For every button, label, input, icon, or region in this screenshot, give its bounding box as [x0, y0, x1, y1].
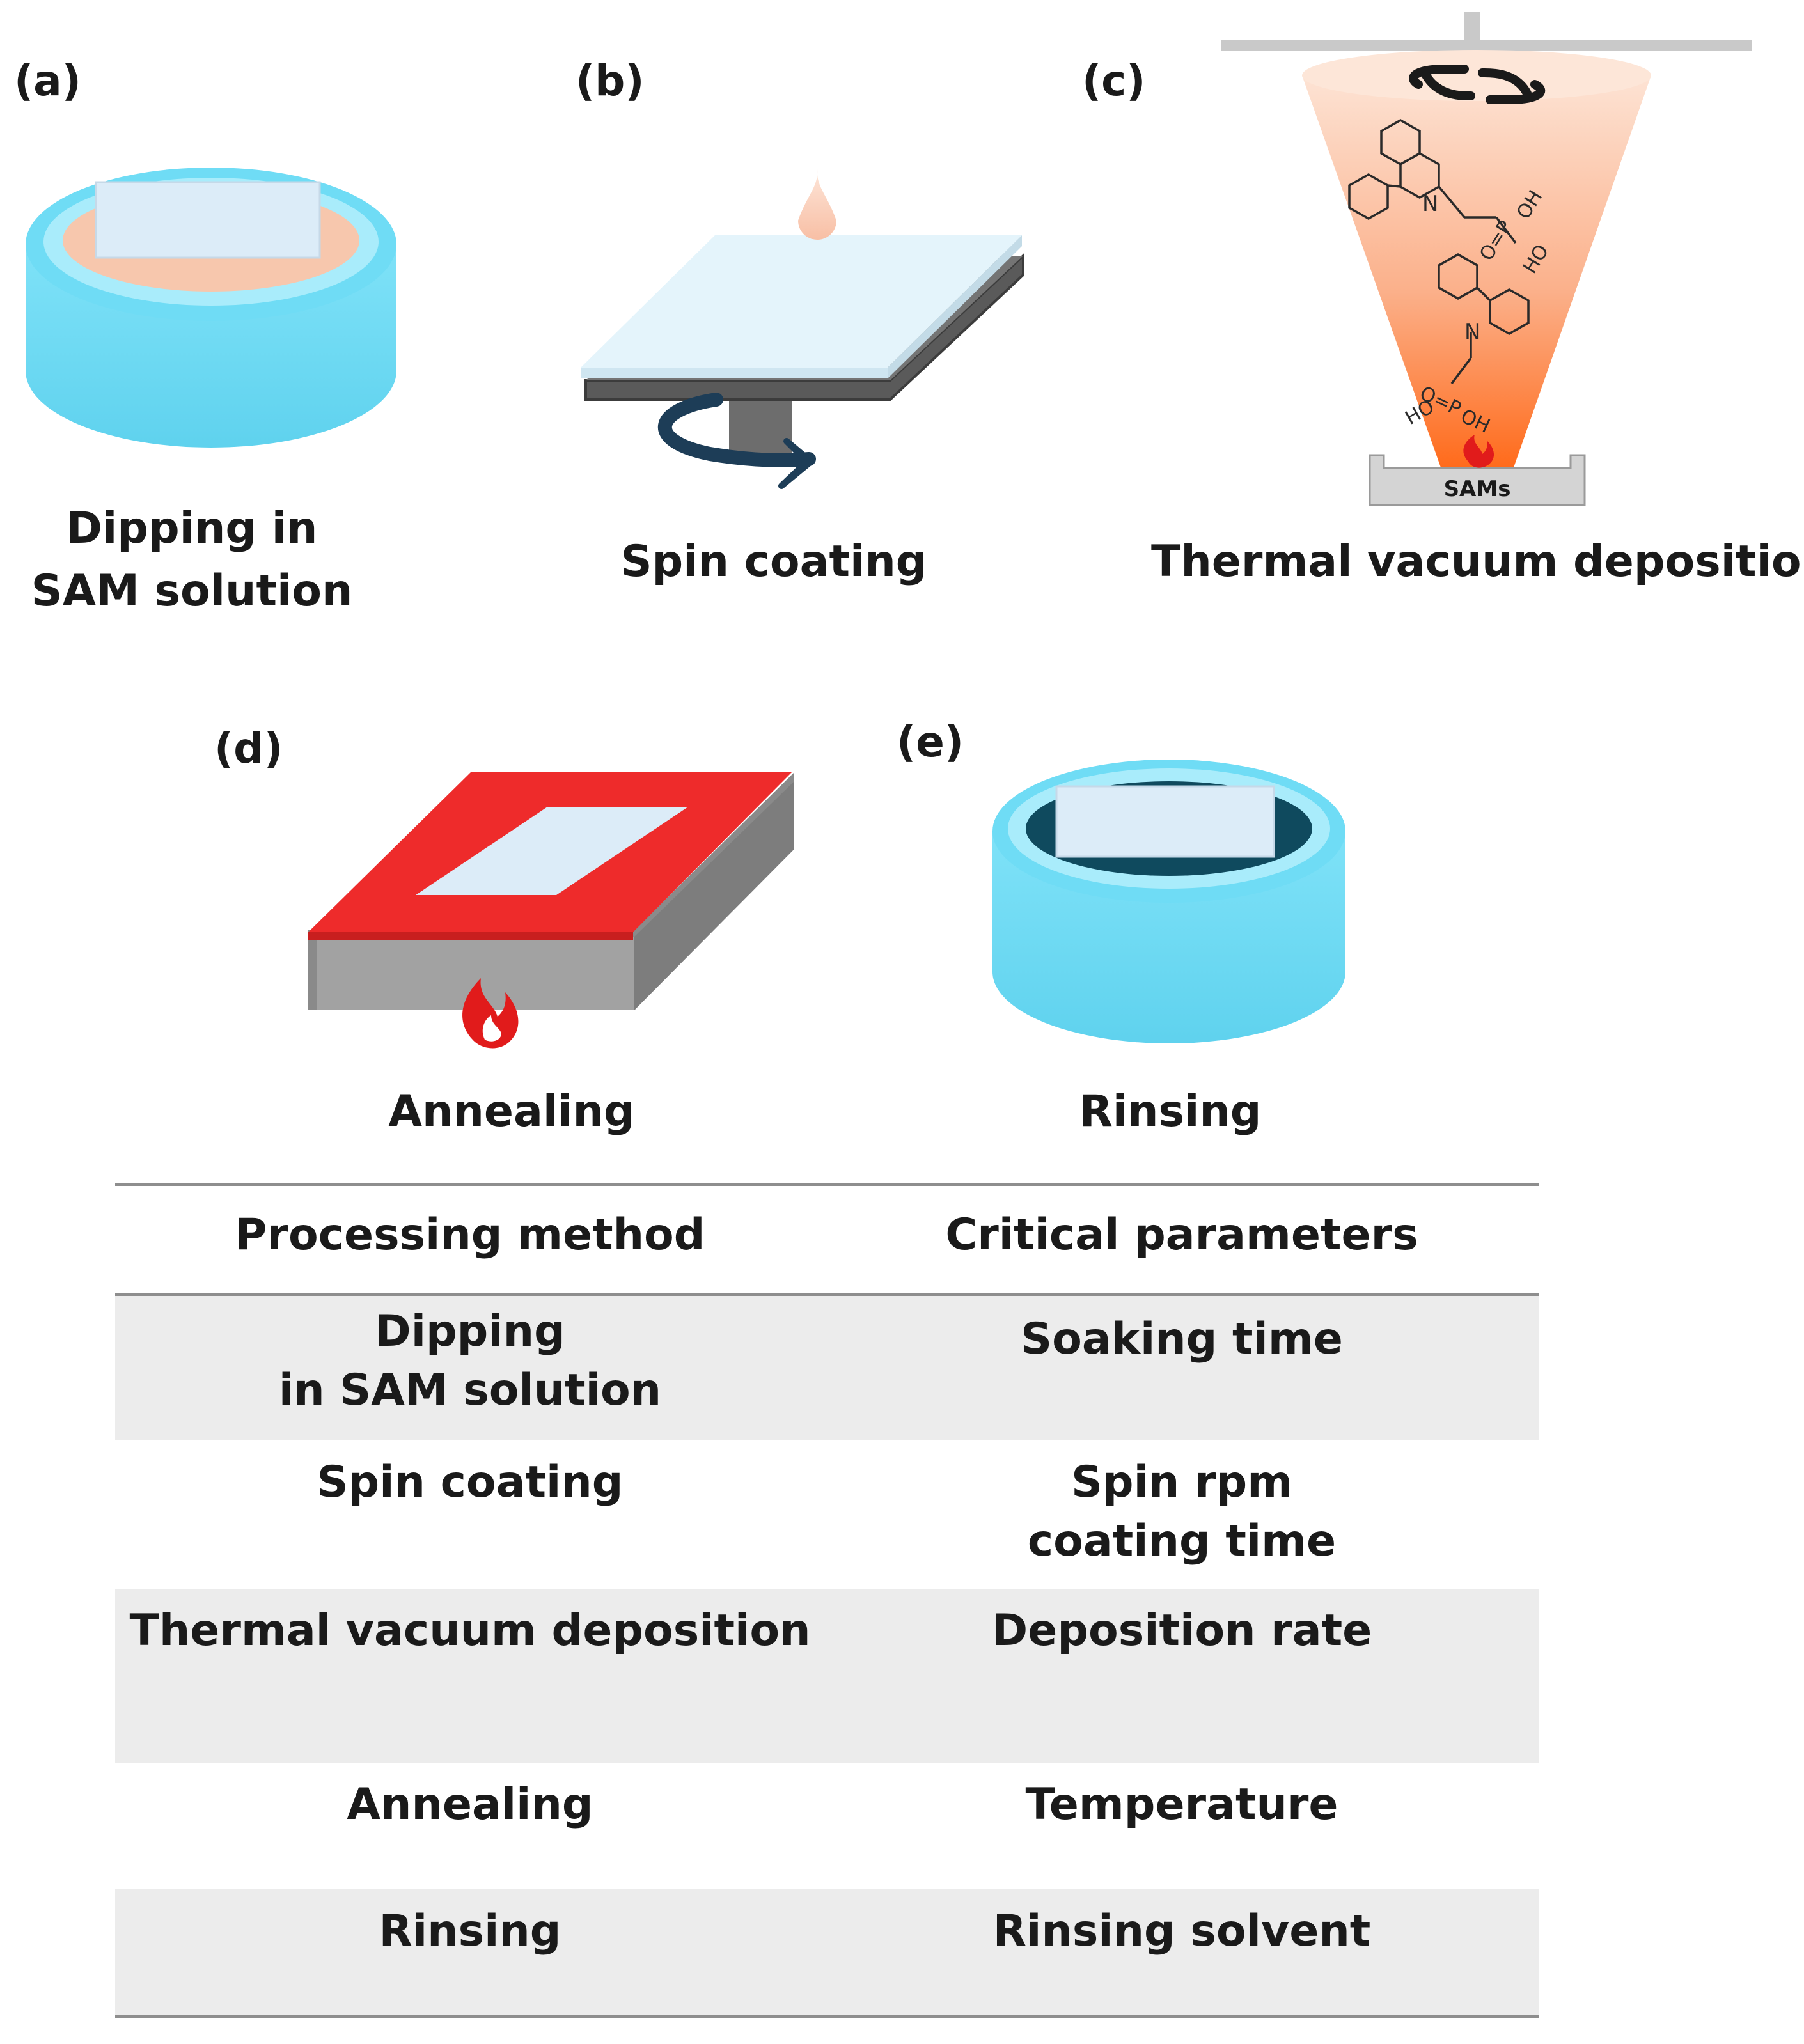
panel-label-d: (d): [214, 724, 283, 773]
caption-a-line1: Dipping in: [66, 503, 318, 554]
spin-arrow: [658, 393, 816, 467]
molecule-n-label-2: N: [1464, 319, 1480, 345]
table-top-rule: [115, 1183, 1539, 1186]
caption-b: Spin coating: [620, 536, 927, 587]
table-row: Rinsing Rinsing solvent: [115, 1889, 1539, 2015]
caption-d: Annealing: [388, 1086, 635, 1137]
table-cell-method: Rinsing: [379, 1906, 561, 1956]
table-header-row: Processing method Critical parameters: [115, 1187, 1539, 1293]
hot-plate: [308, 772, 794, 1049]
rinsing-substrate: [1055, 785, 1275, 858]
table-bottom-rule: [115, 2015, 1539, 2018]
table-cell-method: Annealing: [347, 1779, 593, 1830]
table-header-rule: [115, 1293, 1539, 1296]
table-row: Annealing Temperature: [115, 1763, 1539, 1889]
sam-molecule-1: [1348, 118, 1517, 244]
table-cell-params: Deposition rate: [991, 1605, 1372, 1656]
panel-label-c: (c): [1082, 56, 1146, 105]
panel-label-a: (a): [14, 56, 81, 105]
annealing-flame-icon: [462, 978, 519, 1049]
table-row: Spin coating Spin rpm coating time: [115, 1440, 1539, 1589]
crucible-flame-icon: [1463, 435, 1494, 468]
rotation-arrows-icon: [1409, 65, 1546, 104]
annealing-substrate: [416, 807, 688, 895]
table-cell-params: Spin rpm coating time: [1027, 1457, 1337, 1566]
panel-label-e: (e): [897, 717, 964, 767]
spin-coater: [581, 169, 1024, 489]
table-row: Dipping in SAM solution Soaking time: [115, 1296, 1539, 1440]
dipping-vial: [26, 168, 396, 448]
table-cell-method: Spin coating: [317, 1457, 624, 1508]
table-cell-method: Dipping in SAM solution: [278, 1306, 662, 1416]
caption-c: Thermal vacuum deposition: [1151, 536, 1804, 587]
table-header-method: Processing method: [235, 1210, 705, 1260]
process-illustrations: N O=P OH HO N O=P OH HO SAMs: [26, 12, 1752, 1049]
sams-source-label: SAMs: [1444, 476, 1511, 502]
thermal-evaporator: N O=P OH HO N O=P OH HO SAMs: [1221, 12, 1752, 506]
coating-droplet: [798, 169, 836, 240]
caption-a-line2: SAM solution: [31, 566, 353, 616]
table-header-params: Critical parameters: [945, 1210, 1418, 1260]
table-cell-params: Rinsing solvent: [992, 1906, 1371, 1956]
molecule-n-label-1: N: [1422, 191, 1438, 217]
sam-molecule-2: [1438, 253, 1530, 385]
table-row: Thermal vacuum deposition Deposition rat…: [115, 1589, 1539, 1763]
rinsing-vial: [992, 760, 1345, 1043]
caption-e: Rinsing: [1079, 1086, 1262, 1137]
table-cell-params: Temperature: [1025, 1779, 1338, 1830]
sams-crucible: [1369, 454, 1586, 506]
table-cell-params: Soaking time: [1021, 1314, 1343, 1364]
dipping-substrate: [95, 181, 321, 259]
panel-label-b: (b): [576, 56, 645, 105]
table-cell-method: Thermal vacuum deposition: [129, 1605, 811, 1656]
